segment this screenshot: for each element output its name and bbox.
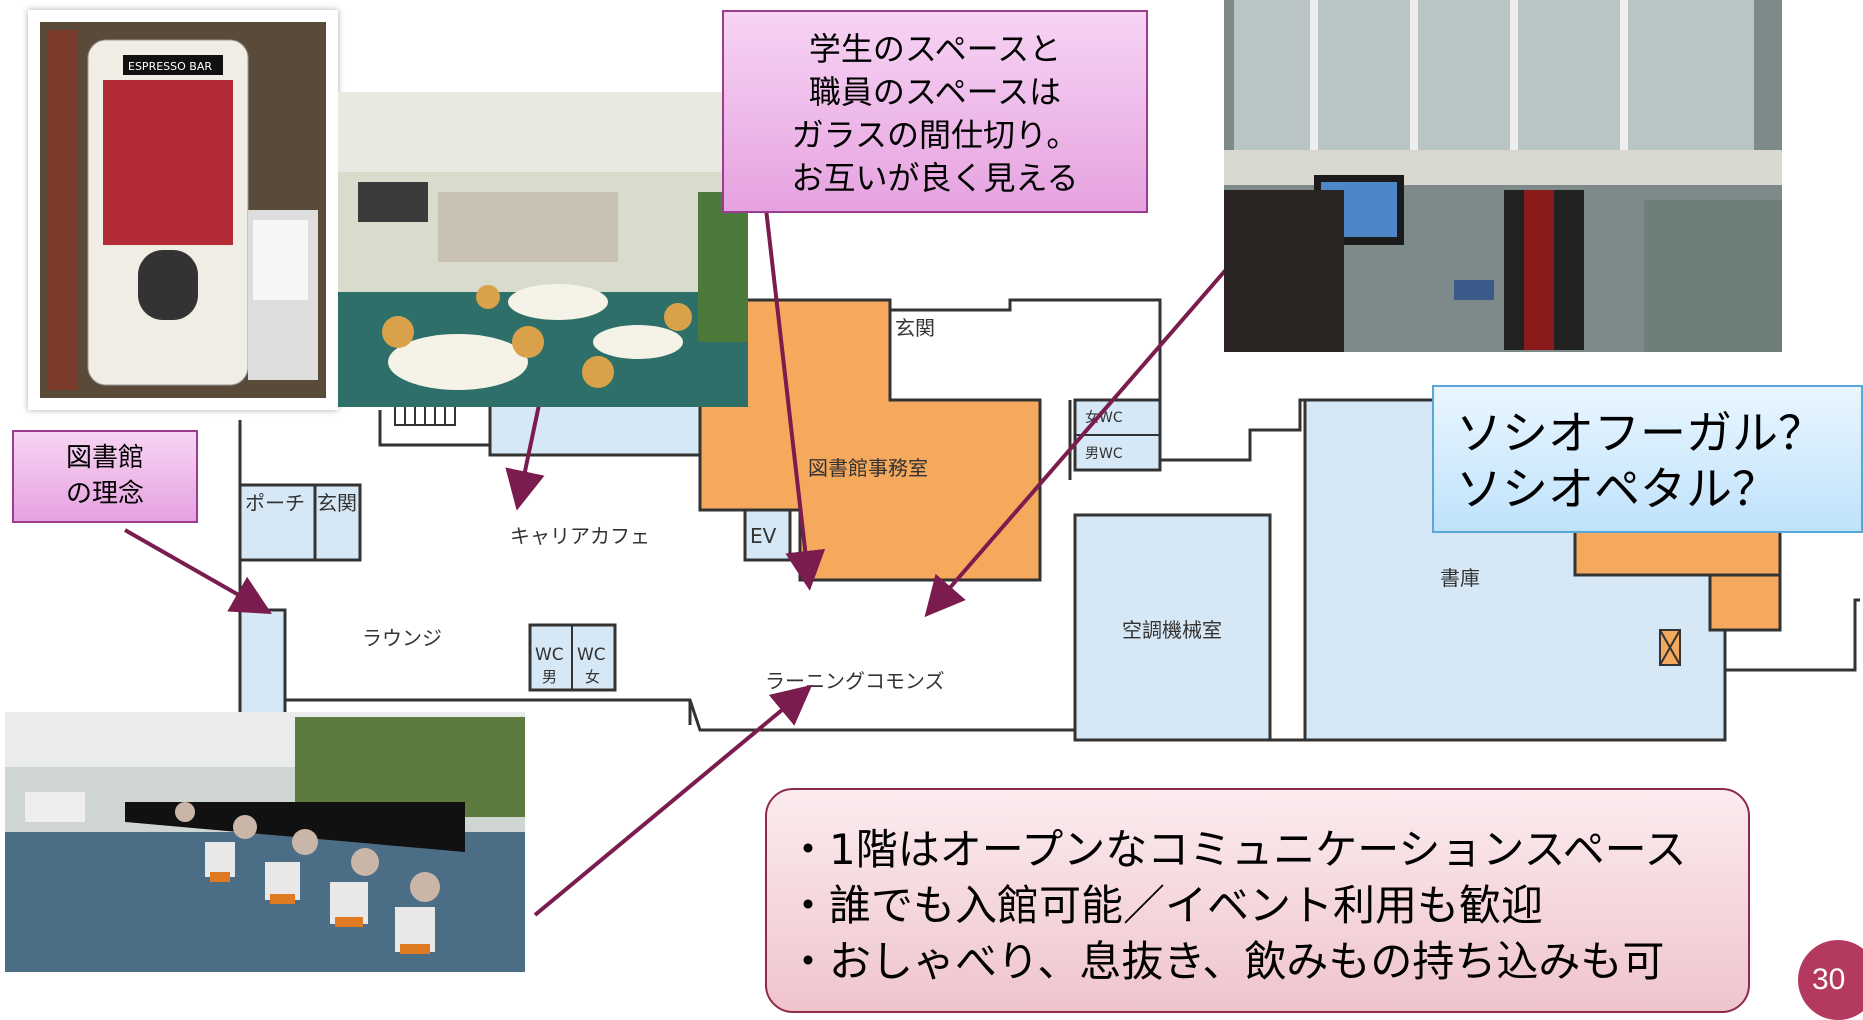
arrow-bottom-photo [533,684,813,917]
room-label-ev: EV [750,524,777,548]
summary-box: ・1階はオープンなコミュニケーションスペース ・誰でも入館可能／イベント利用も歓… [765,788,1750,1013]
room-label-wc-female-sign: 女 [585,668,600,686]
callout-philosophy-line-2: の理念 [65,479,144,509]
room-label-wc-male-top: 男WC [1085,446,1123,462]
callout-glass-line-1: 学生のスペースと [808,30,1062,68]
callout-sociofugal-question: ソシオフーガル？ ソシオペタル？ [1432,385,1863,533]
summary-line-3: ・おしゃべり、息抜き、飲みもの持ち込みも可 [787,937,1665,986]
room-label-office: 図書館事務室 [808,456,928,480]
room-label-lounge: ラウンジ [362,626,442,650]
room-label-stacks: 書庫 [1440,566,1480,590]
callout-glass-partition: 学生のスペースと 職員のスペースは ガラスの間仕切り。 お互いが良く見える [722,10,1148,213]
room-label-hvac: 空調機械室 [1122,618,1222,642]
arrow-learning-photo [924,263,1232,618]
arrow-glass [763,199,826,591]
photo-career-cafe [338,92,748,407]
room-label-career-cafe: キャリアカフェ [510,524,650,548]
callout-question-line-2: ソシオペタル？ [1456,462,1778,516]
callout-library-philosophy: 図書館 の理念 [12,430,198,523]
room-label-entrance-top: 玄関 [895,316,935,340]
callout-glass-line-4: お互いが良く見える [791,159,1079,197]
callout-question-line-1: ソシオフーガル？ [1456,406,1824,460]
summary-line-1: ・1階はオープンなコミュニケーションスペース [787,825,1687,874]
callout-glass-line-2: 職員のスペースは [808,73,1062,111]
callout-glass-line-3: ガラスの間仕切り。 [791,116,1079,154]
room-label-entrance-left: 玄関 [317,491,357,515]
room-label-wc-male: WC [535,645,564,665]
photo-learning-commons [5,712,525,972]
arrow-philosophy [124,528,272,614]
room-label-wc-male-sign: 男 [542,668,557,686]
room-label-wc-female: WC [577,645,606,665]
photo-espresso-machine: ESPRESSO BAR [28,10,338,410]
room-label-porch: ポーチ [245,491,305,515]
page-number-badge: 30 [1798,940,1863,1020]
espresso-bar-label: ESPRESSO BAR [128,60,212,73]
photo-office-glass [1224,0,1782,352]
room-label-learning-commons: ラーニングコモンズ [765,669,945,693]
arrow-cafe [505,399,545,511]
callout-philosophy-line-1: 図書館 [65,443,144,473]
summary-line-2: ・誰でも入館可能／イベント利用も歓迎 [787,881,1544,930]
